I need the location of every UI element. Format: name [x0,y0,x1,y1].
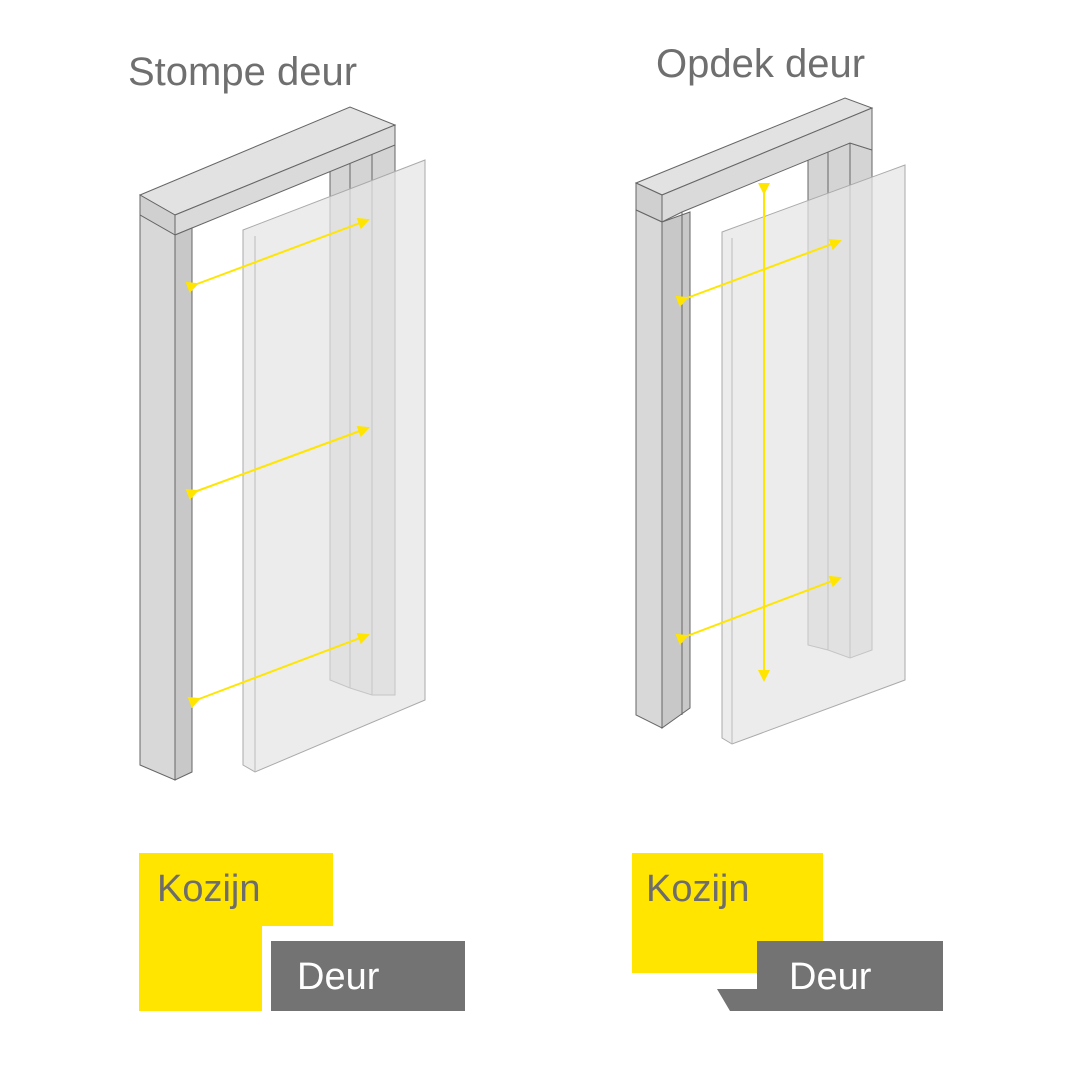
opdek-deur-label: Deur [789,956,872,998]
stompe-kozijn-label: Kozijn [157,868,261,910]
opdek-title: Opdek deur [656,42,866,86]
opdek-deur-box [717,941,943,1011]
opdek-measure-arrows [675,183,842,682]
stompe-deur-label: Deur [297,956,380,998]
stompe-door-panel [242,159,426,773]
stompe-title: Stompe deur [128,50,358,94]
stompe-kozijn-box [139,853,333,1011]
stompe-measure-arrows [185,217,370,709]
opdek-kozijn-label: Kozijn [646,868,750,910]
stompe-deur-box [271,941,465,1011]
